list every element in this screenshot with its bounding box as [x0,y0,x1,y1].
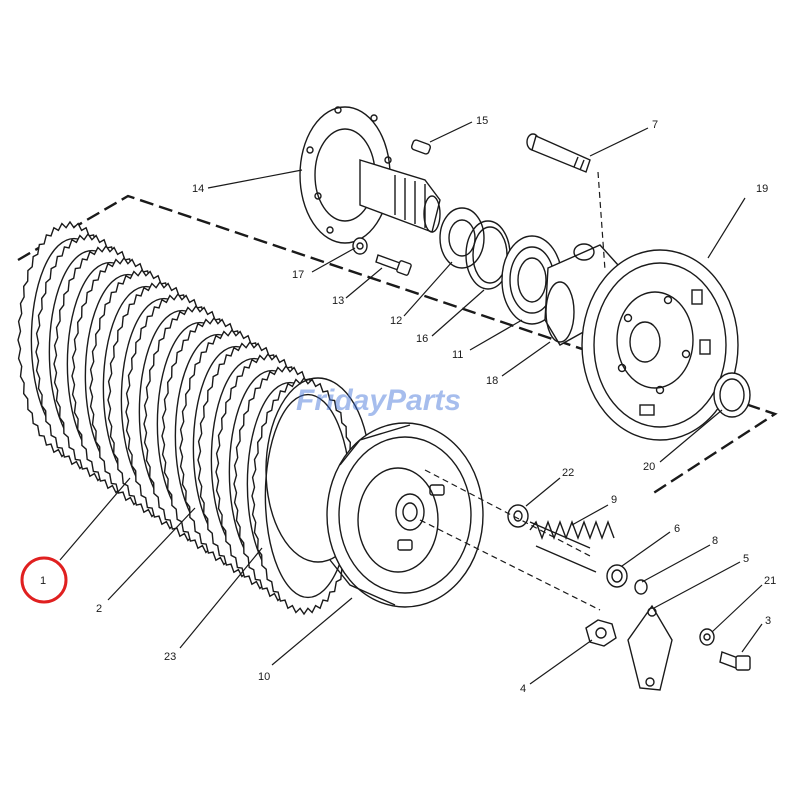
callout-16: 16 [416,333,428,345]
backing-disc-part-19 [581,249,739,441]
callout-21: 21 [764,575,776,587]
callout-17: 17 [292,269,304,281]
castle-nut-part-12 [439,207,485,269]
bolt-part-3 [719,651,751,671]
callout-7: 7 [652,119,658,131]
flange-shaft-part-14 [299,106,441,244]
callout-12: 12 [390,315,402,327]
bolt-part-13 [375,254,412,276]
leader-lines [59,121,763,685]
hex-nut-part-4 [585,619,617,647]
callout-6: 6 [674,523,680,535]
callout-13: 13 [332,295,344,307]
callout-10: 10 [258,671,270,683]
callout-1: 1 [40,575,46,587]
callout-22: 22 [562,467,574,479]
alignment-lines [419,171,606,611]
highlight-circle [20,556,68,604]
nut-part-8 [634,579,648,595]
lock-plate-part-5 [627,604,673,691]
callout-4: 4 [520,683,526,695]
callout-9: 9 [611,494,617,506]
washer-part-22 [507,504,529,528]
watermark: FridayParts [296,384,461,417]
callout-3: 3 [765,615,771,627]
pressure-plate-part-10 [326,422,484,608]
callout-19: 19 [756,183,768,195]
washer-part-6 [606,564,628,588]
washer-part-21 [699,628,715,646]
callout-15: 15 [476,115,488,127]
callout-23: 23 [164,651,176,663]
callout-14: 14 [192,183,204,195]
clutch-plate-stack [17,220,371,616]
callout-11: 11 [452,349,463,361]
washer-part-17 [352,237,368,255]
callout-labels: 1 2 23 10 4 5 6 8 9 22 3 21 14 15 7 19 1… [40,115,776,695]
callout-20: 20 [643,461,655,473]
callout-5: 5 [743,553,749,565]
callout-2: 2 [96,603,102,615]
callout-8: 8 [712,535,718,547]
stud-part-15 [410,139,432,155]
callout-18: 18 [486,375,498,387]
long-bolt-part-7 [526,133,591,173]
bushing-part-20 [713,372,751,418]
